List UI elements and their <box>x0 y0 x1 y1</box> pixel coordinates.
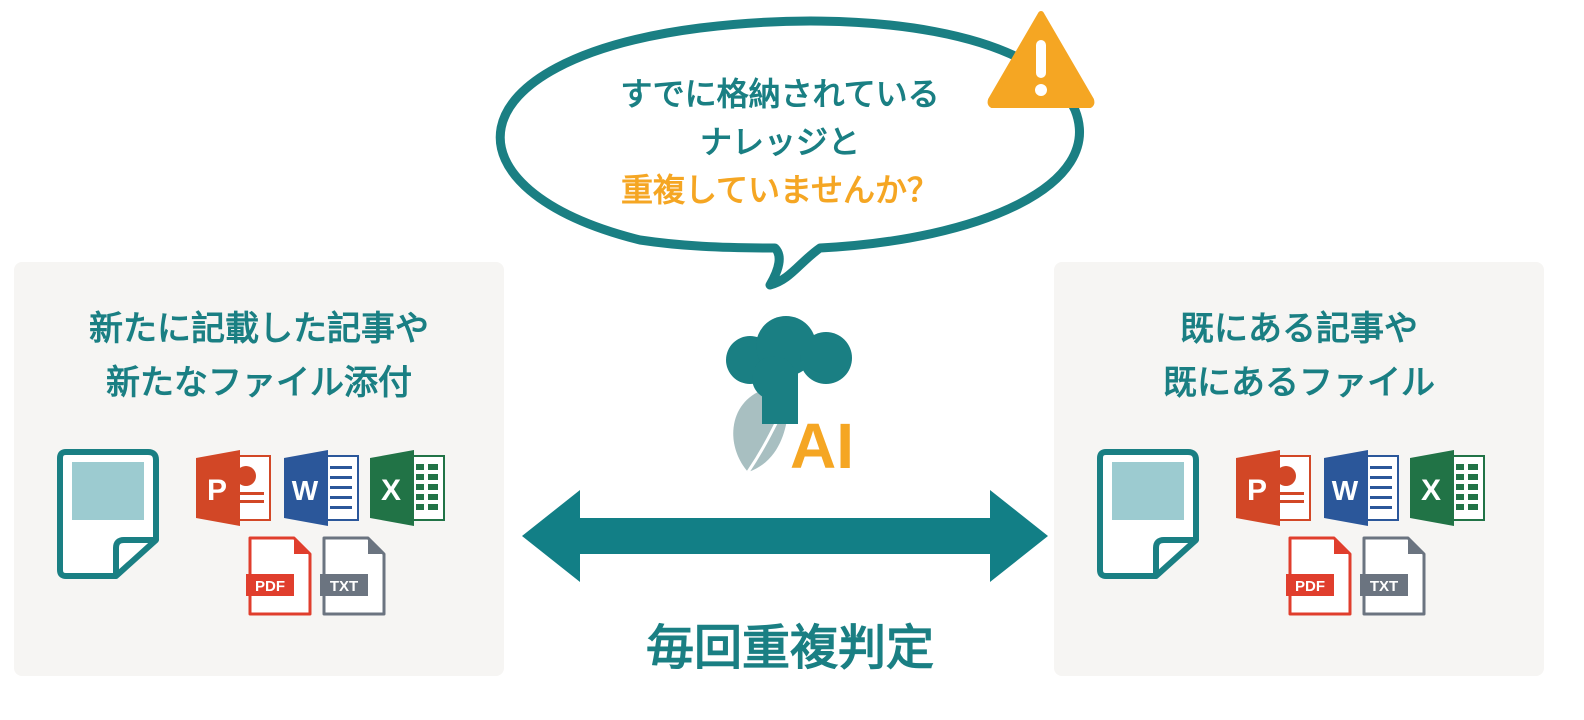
right-excel-icon: X <box>1410 450 1485 526</box>
right-panel-title: 既にある記事や 既にあるファイル <box>1054 302 1544 410</box>
left-pdf-icon: PDF <box>246 536 312 616</box>
right-powerpoint-letter: P <box>1247 474 1267 507</box>
left-powerpoint-letter: P <box>207 474 227 507</box>
left-txt-label: TXT <box>330 578 358 595</box>
right-word-letter: W <box>1332 475 1359 506</box>
double-arrow <box>522 490 1048 582</box>
left-excel-letter: X <box>381 474 401 507</box>
left-document-icon <box>57 449 159 579</box>
right-pdf-icon: PDF <box>1286 536 1352 616</box>
left-word-letter: W <box>292 475 319 506</box>
left-pdf-label: PDF <box>255 578 285 595</box>
right-excel-letter: X <box>1421 474 1441 507</box>
bubble-line-3: 重複していませんか？ <box>620 171 940 209</box>
right-powerpoint-icon: P <box>1236 450 1311 526</box>
speech-bubble-text: すでに格納されている ナレッジと 重複していませんか？ <box>560 70 1000 214</box>
speech-bubble <box>495 16 1084 290</box>
left-word-icon: W <box>284 450 359 526</box>
bubble-line-1: すでに格納されている <box>620 75 940 113</box>
right-pdf-label: PDF <box>1295 578 1325 595</box>
right-title-line-2: 既にあるファイル <box>1163 363 1435 403</box>
right-txt-icon: TXT <box>1360 536 1426 616</box>
right-txt-label: TXT <box>1370 578 1398 595</box>
left-txt-icon: TXT <box>320 536 386 616</box>
left-title-line-2: 新たなファイル添付 <box>106 363 412 403</box>
ai-icon: AI <box>726 316 854 480</box>
right-title-line-1: 既にある記事や <box>1180 309 1418 349</box>
right-word-icon: W <box>1324 450 1399 526</box>
right-document-icon <box>1097 449 1199 579</box>
ai-label: AI <box>790 410 854 480</box>
left-panel-title: 新たに記載した記事や 新たなファイル添付 <box>14 302 504 410</box>
left-title-line-1: 新たに記載した記事や <box>89 309 429 349</box>
bubble-line-2: ナレッジと <box>699 123 860 161</box>
warning-icon <box>987 11 1095 108</box>
left-excel-icon: X <box>370 450 445 526</box>
judgement-label: 毎回重複判定 <box>645 620 934 676</box>
left-powerpoint-icon: P <box>196 450 271 526</box>
